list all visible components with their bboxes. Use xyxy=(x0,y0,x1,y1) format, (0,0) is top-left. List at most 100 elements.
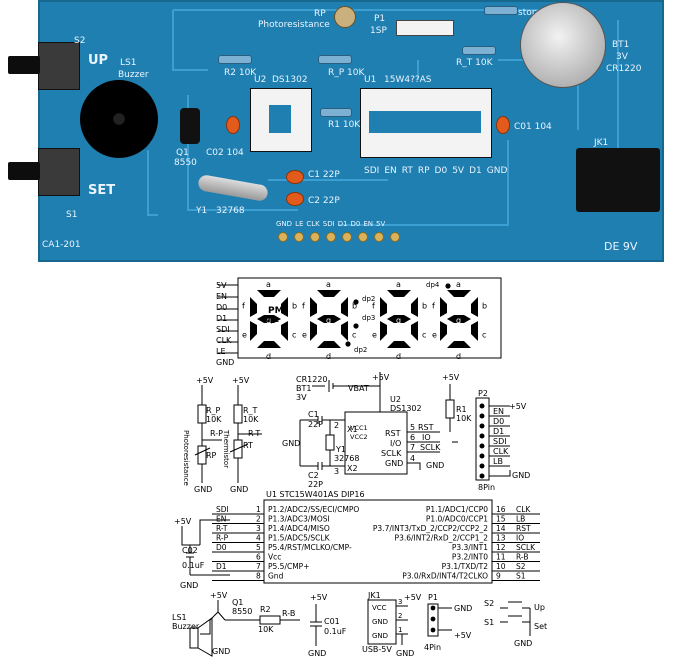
p2-pin: EN xyxy=(493,407,504,416)
display-pin: SDI xyxy=(216,325,230,334)
display-pin-label: SDI xyxy=(322,220,335,228)
mcu-pin-label: EN xyxy=(384,166,397,176)
segment-e xyxy=(440,321,447,341)
s1-ref: S1 xyxy=(66,210,78,220)
gnd-label: GND xyxy=(194,485,212,494)
cap-c02-label: C02 104 xyxy=(206,148,244,158)
p5v-label: +5V xyxy=(232,376,250,385)
segment-f xyxy=(250,297,257,317)
mcu-right-func: P3.3/INT1 xyxy=(452,543,488,552)
p2-pin: D0 xyxy=(493,417,504,426)
rp-part: RP xyxy=(206,451,217,460)
rtc-symbol xyxy=(344,411,408,475)
buzzer-gnd: GND xyxy=(212,647,230,656)
s2-ref: S2 xyxy=(74,36,86,46)
mcu-right-num: 11 xyxy=(496,553,506,562)
vcc1-label: VCC1 xyxy=(350,424,368,432)
segment-label-a: a xyxy=(266,280,271,289)
pin-3: 3 xyxy=(334,467,339,476)
mcu-right-func: P3.1/TXD/T2 xyxy=(442,562,489,571)
resistor-r1-label: R1 10K xyxy=(328,120,361,130)
mcu-pin-label: GND xyxy=(486,166,508,176)
io-pin: I/O xyxy=(390,439,401,448)
c01-ref: C01 xyxy=(324,617,340,626)
display-pin: EN xyxy=(216,292,227,301)
transistor-ref: Q1 xyxy=(176,148,189,158)
mcu-left-net: EN xyxy=(216,515,226,524)
mcu-left-net: R-T xyxy=(216,524,228,533)
mcu-left-num: 6 xyxy=(256,553,261,562)
mcu-right-net: LB xyxy=(516,515,525,524)
segment-label-d: d xyxy=(266,352,271,361)
usb-jack-symbol xyxy=(367,599,397,645)
mcu-left-num: 5 xyxy=(256,543,261,552)
battery-value: 3V xyxy=(616,52,628,62)
bat-part: CR1220 xyxy=(296,375,328,384)
cap-c01-label: C01 104 xyxy=(514,122,552,132)
p1-name: 4Pin xyxy=(424,643,441,652)
mcu-right-net: S1 xyxy=(516,572,526,581)
mcu-pin-label: RP xyxy=(417,166,430,176)
mcu-ref: U1 xyxy=(364,75,377,85)
pin-7: 7 xyxy=(410,443,415,452)
display-pin-label: EN xyxy=(363,220,374,228)
segment-d xyxy=(387,341,411,348)
segment-label-d: d xyxy=(326,352,331,361)
p1-symbol xyxy=(427,603,439,637)
segment-label-c: c xyxy=(292,331,296,340)
header-name: 1SP xyxy=(370,26,387,36)
q-p5v: +5V xyxy=(210,591,228,600)
resistor-r2 xyxy=(218,55,252,64)
dp1-label: dp1 xyxy=(266,316,279,324)
dp4-label: dp4 xyxy=(426,281,440,289)
resistor-r1 xyxy=(320,108,352,117)
up-button[interactable] xyxy=(8,42,80,90)
rt-ref: R_T xyxy=(243,406,258,415)
display-outline xyxy=(237,277,502,359)
c01-p5v: +5V xyxy=(310,593,328,602)
c1-ref: C1 xyxy=(308,410,319,419)
mcu-right-net: R-B xyxy=(516,553,529,562)
mcu-right-func: P3.0/RxD/INT4/T2CLKO xyxy=(402,572,488,581)
segment-label-g: g xyxy=(266,316,271,325)
vbat-label: VBAT xyxy=(348,384,369,393)
segment-b xyxy=(341,297,348,317)
segment-g xyxy=(257,315,281,323)
cap-c2 xyxy=(286,192,304,206)
set-button[interactable] xyxy=(8,148,80,196)
rtc-ref: U2 xyxy=(254,75,267,85)
segment-label-f: f xyxy=(372,302,375,311)
p2-name: 8Pin xyxy=(478,483,495,492)
p2-ref: P2 xyxy=(478,389,488,398)
jk-gnd: GND xyxy=(396,649,414,658)
rp-node: R-P xyxy=(210,429,223,438)
mcu-left-func: P5.4/RST/MCLKO/CMP- xyxy=(268,543,352,552)
rp-ref: R_P xyxy=(206,406,221,415)
segment-f xyxy=(380,297,387,317)
p1-pin: +5V xyxy=(454,631,472,640)
crystal-value: 32768 xyxy=(216,206,245,216)
jack-label: DE 9V xyxy=(604,240,638,253)
c01-gnd: GND xyxy=(308,649,326,658)
mcu-left-net: R-P xyxy=(216,534,229,543)
segment-label-f: f xyxy=(302,302,305,311)
p2-symbol xyxy=(475,397,490,481)
jk1-name: USB-5V xyxy=(362,645,392,654)
segment-label-b: b xyxy=(352,302,357,311)
s2-ref: S2 xyxy=(484,599,494,608)
mcu-pin-label: SDI xyxy=(364,166,380,176)
segment-label-b: b xyxy=(482,302,487,311)
rt-val: 10K xyxy=(243,415,259,424)
segment-label-e: e xyxy=(242,331,247,340)
x2-label: X2 xyxy=(347,464,358,473)
switch-gnd: GND xyxy=(514,639,532,648)
vcc2-label: VCC2 xyxy=(350,433,368,441)
segment-c xyxy=(341,321,348,341)
buzzer-name: Buzzer xyxy=(118,70,149,80)
mcu-right-num: 16 xyxy=(496,505,506,514)
mcu-right-num: 13 xyxy=(496,534,506,543)
display-pin-label: GND xyxy=(276,220,293,228)
mcu-left-net: D0 xyxy=(216,543,227,552)
pin-2: 2 xyxy=(334,421,339,430)
rtc-ref: U2 xyxy=(390,395,401,404)
